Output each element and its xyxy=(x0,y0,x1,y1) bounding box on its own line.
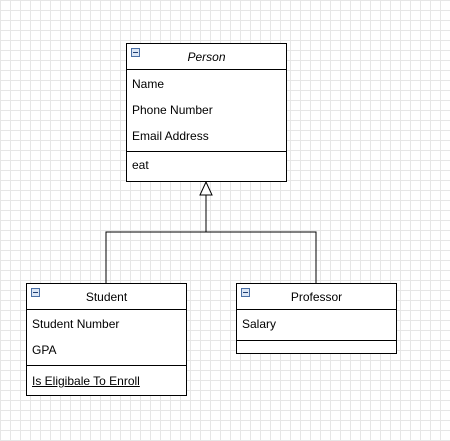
attribute[interactable]: Salary xyxy=(242,317,277,331)
class-name: Student xyxy=(85,290,128,304)
attributes-section: Student Number GPA xyxy=(27,310,186,366)
person-class-header[interactable]: Person xyxy=(127,44,286,70)
operation[interactable]: eat xyxy=(132,158,149,172)
student-class-header[interactable]: Student xyxy=(27,284,186,310)
attribute[interactable]: Student Number xyxy=(32,317,120,331)
class-name: Person xyxy=(187,50,226,64)
attribute[interactable]: GPA xyxy=(32,343,57,357)
attribute[interactable]: Phone Number xyxy=(132,103,213,117)
professor-inheritance-line xyxy=(206,231,317,283)
operation-label: Is Eligibale To Enroll xyxy=(32,374,140,388)
operation[interactable]: Is Eligibale To Enroll xyxy=(27,368,186,394)
operations-section: eat xyxy=(127,152,286,178)
collapse-icon[interactable] xyxy=(31,288,40,297)
person-class[interactable]: Person Name Phone Number Email Address e… xyxy=(126,43,287,182)
professor-class[interactable]: Professor Salary xyxy=(236,283,397,354)
attributes-section: Name Phone Number Email Address xyxy=(127,70,286,152)
collapse-icon[interactable] xyxy=(241,288,250,297)
student-class[interactable]: Student Student Number GPA Is Eligibale … xyxy=(26,283,187,396)
operations-section: Is Eligibale To Enroll xyxy=(27,366,186,394)
class-name: Professor xyxy=(290,290,343,304)
generalization-arrowhead xyxy=(199,180,213,196)
attribute[interactable]: Email Address xyxy=(132,129,209,143)
collapse-icon[interactable] xyxy=(131,48,140,57)
attribute[interactable]: Name xyxy=(132,77,165,91)
student-inheritance-line xyxy=(105,195,207,283)
attributes-section: Salary xyxy=(237,310,396,341)
professor-class-header[interactable]: Professor xyxy=(237,284,396,310)
operations-section xyxy=(237,341,396,351)
